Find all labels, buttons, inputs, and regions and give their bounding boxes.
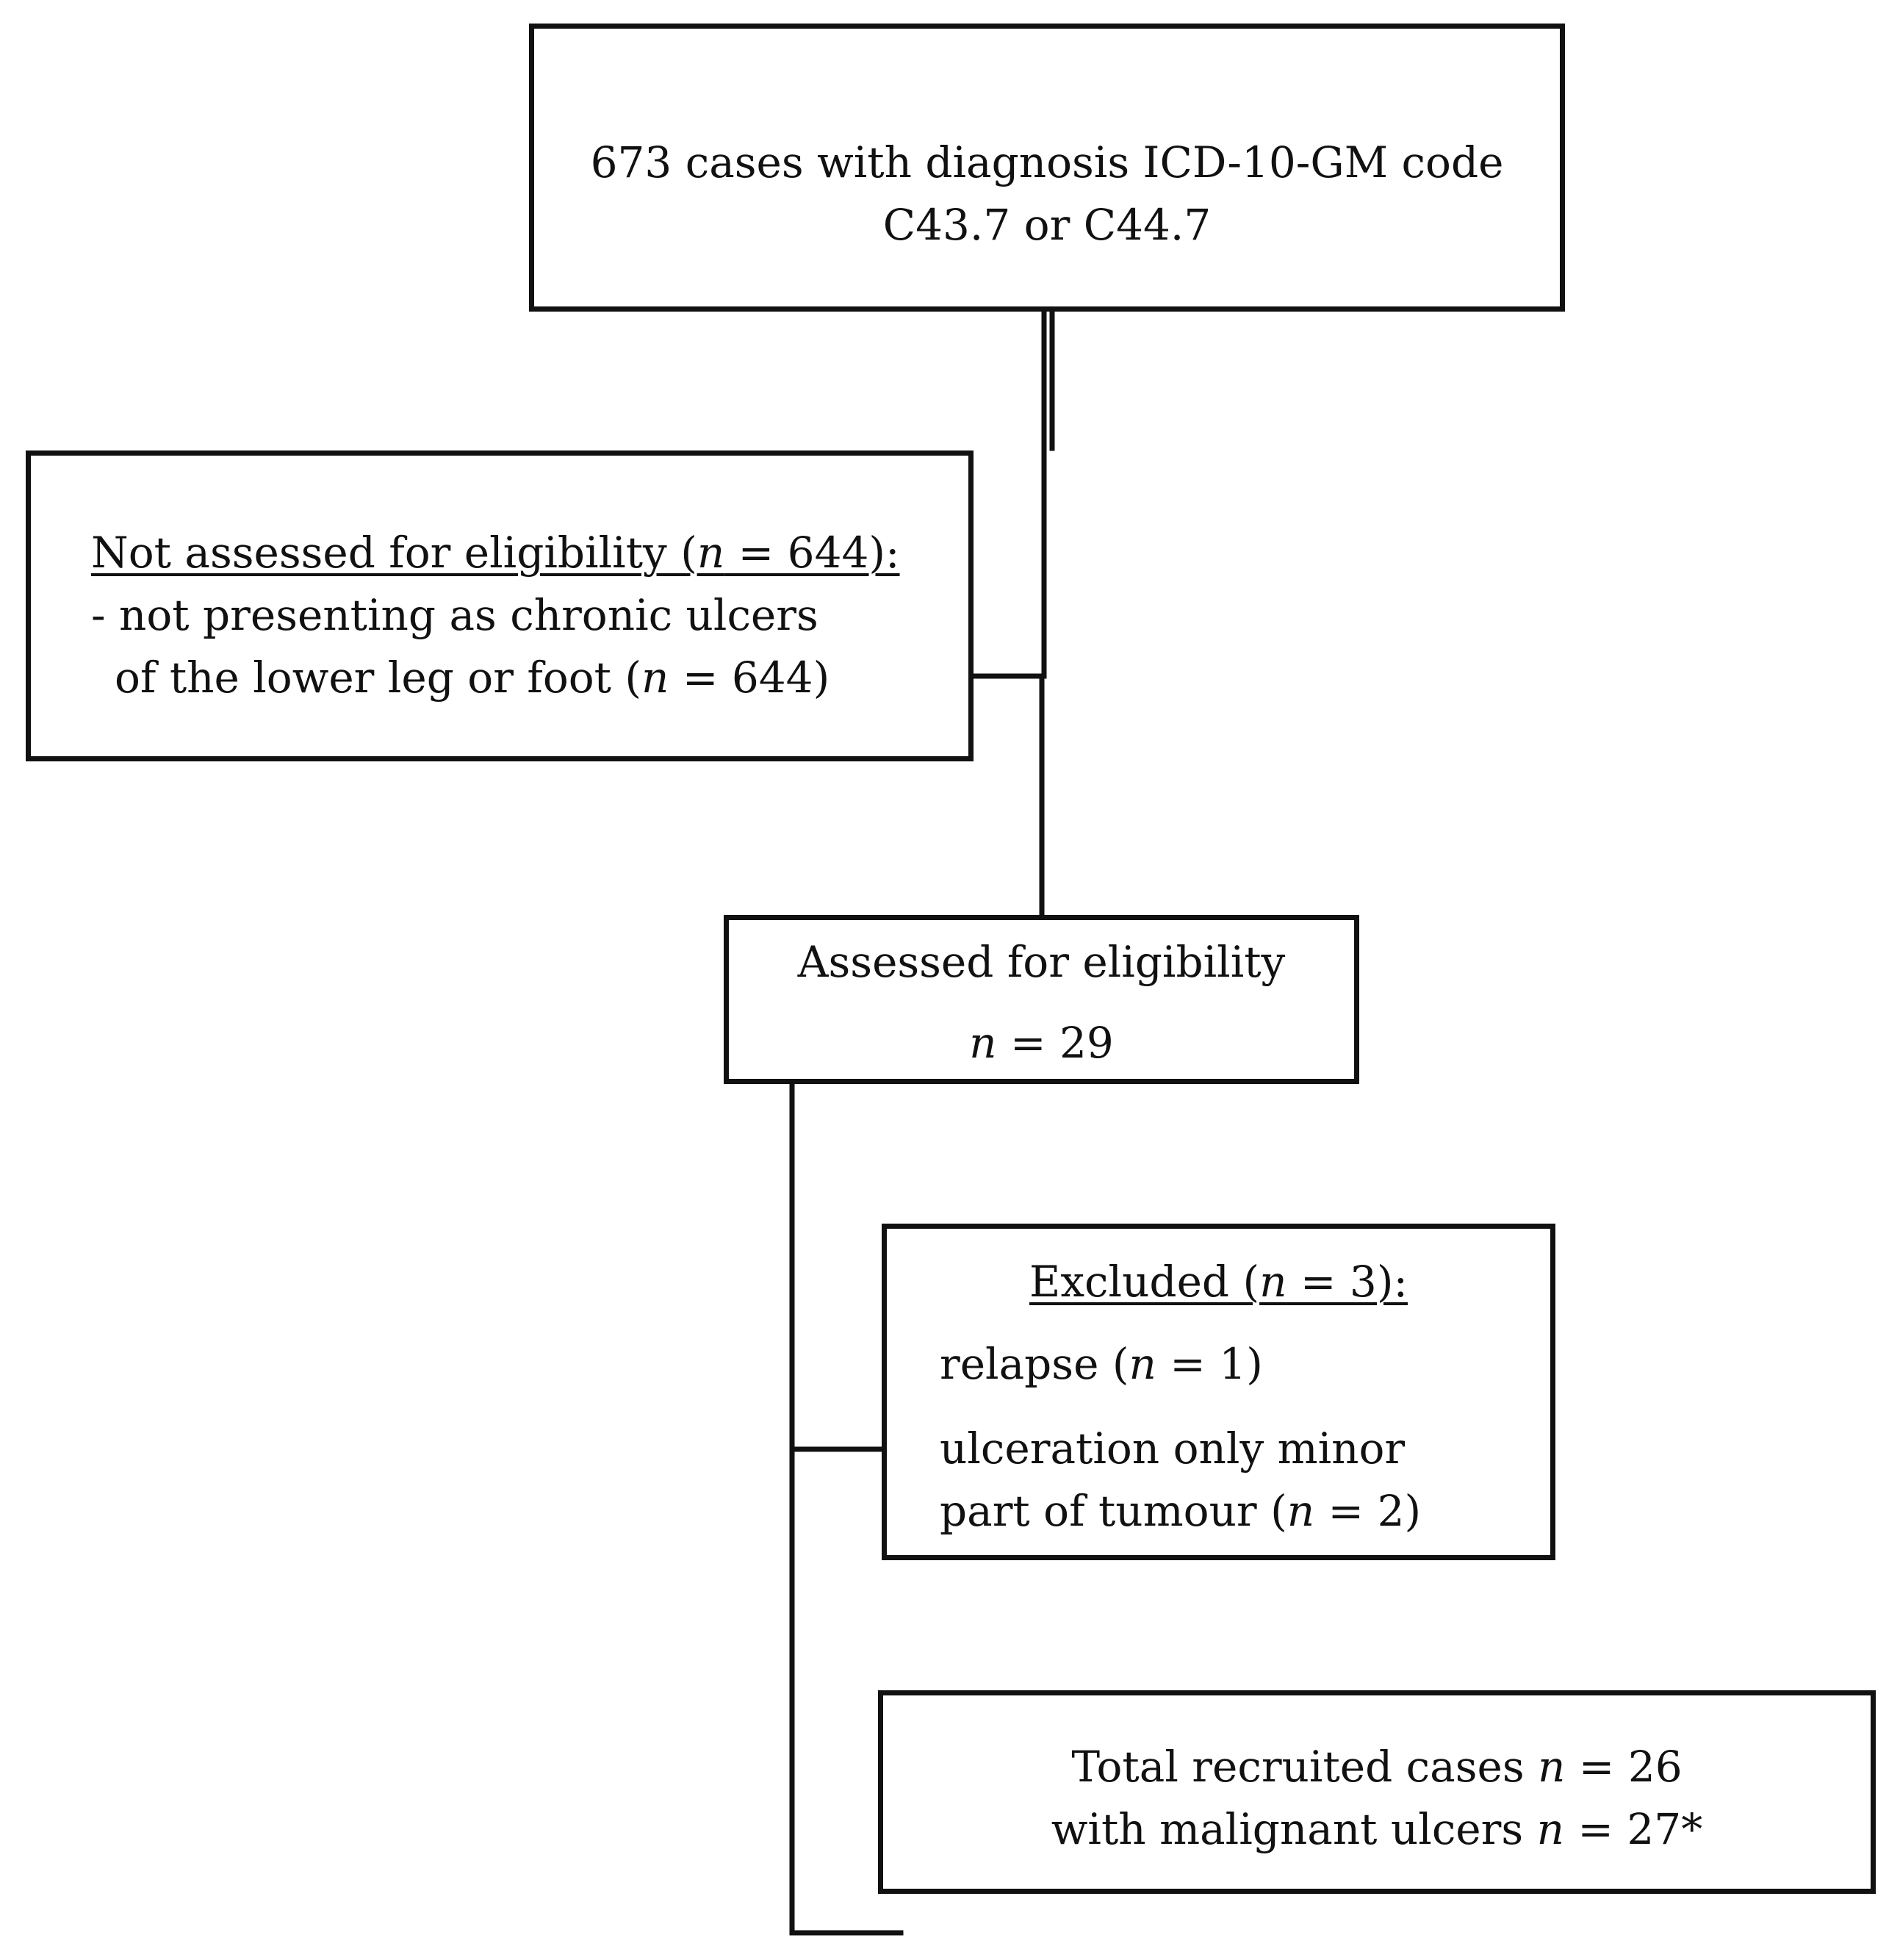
excluded-reason2-line1: ulceration only minor: [940, 1424, 1406, 1473]
not-assessed-item-line2-value: = 644): [669, 653, 830, 703]
not-assessed-item-line2-text: of the lower leg or foot (: [115, 653, 642, 703]
recruited-line2-value: = 27*: [1563, 1804, 1703, 1854]
excluded-box: Excluded (n = 3): relapse (n = 1) ulcera…: [882, 1224, 1555, 1560]
not-assessed-heading: Not assessed for eligibility (n = 644):: [91, 522, 900, 584]
excluded-reason1-text: relapse (: [940, 1339, 1129, 1389]
excluded-reason2-line2-n: n: [1287, 1486, 1315, 1536]
excluded-reason2-line2-value: = 2): [1314, 1486, 1422, 1536]
recruited-line1-n: n: [1538, 1742, 1566, 1792]
not-assessed-item-line2: of the lower leg or foot (n = 644): [91, 647, 900, 709]
total-cases-line2: C43.7 or C44.7: [882, 200, 1212, 250]
excluded-heading-value: = 3):: [1287, 1257, 1408, 1307]
excluded-reason-ulceration: ulceration only minor part of tumour (n …: [940, 1418, 1421, 1543]
recruited-line1-text: Total recruited cases: [1071, 1742, 1539, 1792]
assessed-title: Assessed for eligibility: [797, 937, 1286, 987]
total-cases-line1: 673 cases with diagnosis ICD-10-GM code: [590, 137, 1504, 187]
not-assessed-heading-value: = 644):: [724, 528, 900, 578]
assessed-count-n: n: [969, 1018, 997, 1068]
excluded-reason1-value: = 1): [1156, 1339, 1263, 1389]
recruited-line1-value: = 26: [1565, 1742, 1683, 1792]
not-assessed-heading-n: n: [697, 528, 725, 578]
excluded-heading: Excluded (n = 3):: [887, 1251, 1550, 1313]
connector-top-to-not-assessed: [971, 309, 1047, 679]
total-cases-box: 673 cases with diagnosis ICD-10-GM code …: [529, 24, 1565, 312]
assessed-box: Assessed for eligibility n = 29: [724, 915, 1359, 1084]
excluded-reason-relapse: relapse (n = 1): [940, 1333, 1263, 1396]
not-assessed-box: Not assessed for eligibility (n = 644): …: [26, 450, 974, 761]
recruited-cases-line1: Total recruited cases n = 26: [883, 1736, 1871, 1798]
excluded-reason2-line2: part of tumour (n = 2): [940, 1480, 1421, 1543]
recruited-cases-box: Total recruited cases n = 26 with malign…: [878, 1690, 1876, 1894]
recruited-cases-line2: with malignant ulcers n = 27*: [883, 1798, 1871, 1861]
excluded-heading-underlined: Excluded (n = 3):: [1029, 1257, 1408, 1307]
excluded-heading-text: Excluded (: [1029, 1257, 1260, 1307]
recruited-line2-text: with malignant ulcers: [1051, 1804, 1537, 1854]
not-assessed-heading-text: Not assessed for eligibility (: [91, 528, 697, 578]
excluded-reason2-line2-text: part of tumour (: [940, 1486, 1287, 1536]
excluded-heading-n: n: [1259, 1257, 1287, 1307]
not-assessed-item-line2-n: n: [641, 653, 669, 703]
assessed-count: n = 29: [729, 1012, 1354, 1074]
connector-top-to-assessed: [1039, 309, 1055, 918]
excluded-reason1-n: n: [1129, 1339, 1156, 1389]
recruited-line2-n: n: [1536, 1804, 1564, 1854]
not-assessed-item-line1: - not presenting as chronic ulcers: [91, 590, 818, 640]
assessed-count-value: = 29: [996, 1018, 1114, 1068]
